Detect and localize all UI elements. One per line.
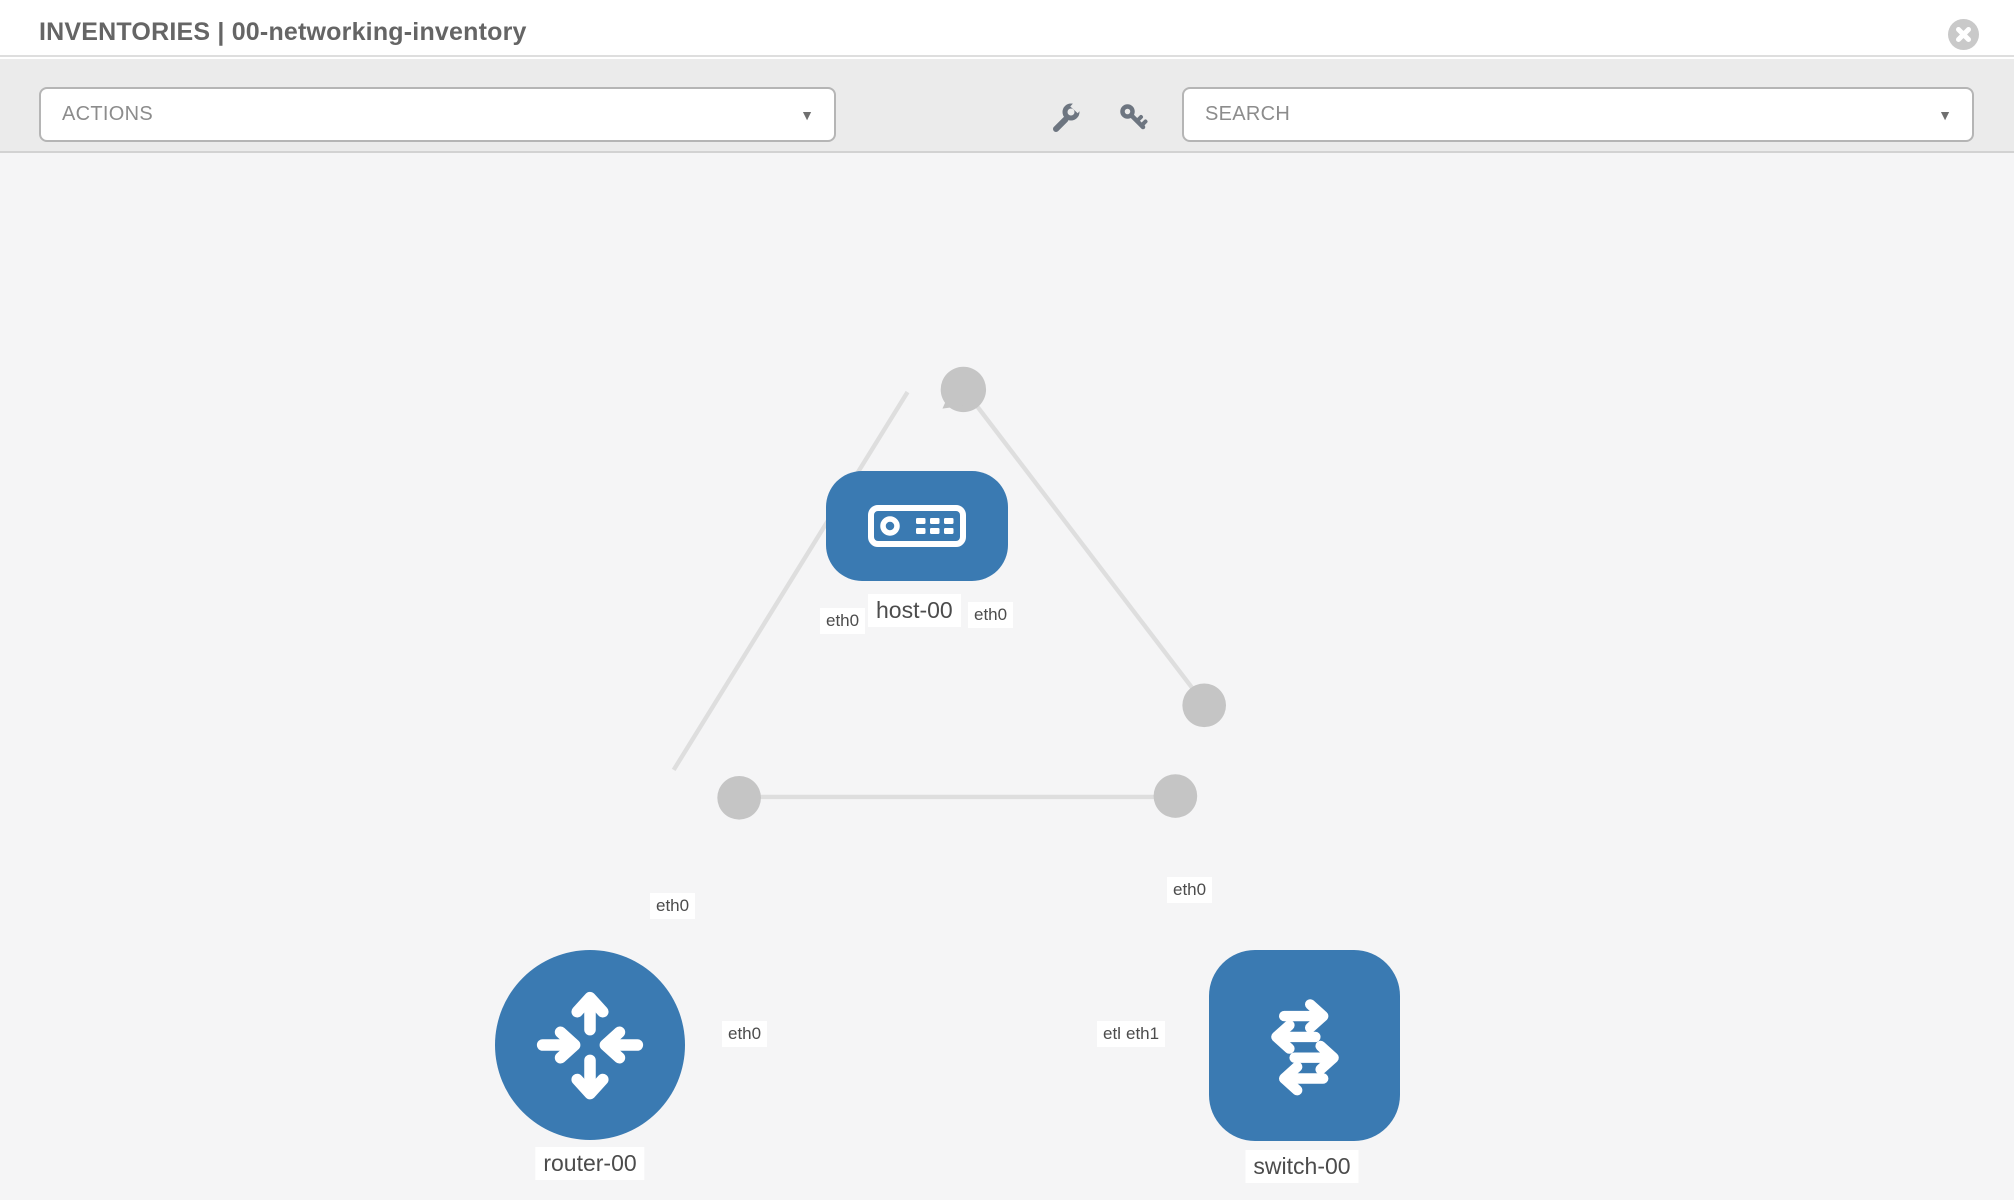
host-icon: [868, 505, 966, 547]
toolbar: ACTIONS ▼ SEARCH ▼: [0, 59, 2014, 153]
interface-connector-switch-left: [1153, 774, 1198, 818]
interface-label: eth0: [1167, 877, 1213, 903]
wrench-icon: [1053, 99, 1084, 132]
interface-label: eth0: [722, 1021, 768, 1047]
interface-label: eth0: [968, 602, 1014, 628]
topology-links-layer: [671, 366, 1226, 820]
topology-canvas[interactable]: host-00 router-00 switch-00 eth0 eth0 et…: [0, 153, 2014, 1200]
node-label-host: host-00: [868, 594, 961, 627]
node-label-switch: switch-00: [1245, 1150, 1359, 1183]
node-host-00[interactable]: [826, 471, 1008, 581]
actions-dropdown-label: ACTIONS: [62, 103, 153, 125]
link-host-router[interactable]: [671, 390, 910, 772]
page-title: INVENTORIES | 00-networking-inventory: [39, 18, 527, 46]
link-host-switch[interactable]: [962, 388, 1209, 709]
wrench-button[interactable]: [1049, 99, 1084, 135]
close-button[interactable]: [1948, 19, 1979, 50]
search-dropdown[interactable]: SEARCH ▼: [1182, 87, 1974, 142]
interface-label: eth0: [820, 608, 866, 634]
header: INVENTORIES | 00-networking-inventory: [0, 0, 2014, 57]
router-icon: [536, 991, 644, 1100]
interface-connector-router: [717, 775, 761, 820]
node-router-00[interactable]: [495, 950, 685, 1140]
interface-label: eth1: [1120, 1021, 1166, 1047]
actions-dropdown[interactable]: ACTIONS ▼: [39, 87, 836, 142]
close-icon: [1956, 27, 1971, 42]
interface-label: eth0: [650, 893, 696, 919]
node-label-router: router-00: [535, 1147, 645, 1180]
node-switch-00[interactable]: [1209, 950, 1400, 1141]
chevron-down-icon: ▼: [800, 106, 814, 123]
interface-connector-switch-top: [1182, 683, 1226, 728]
key-icon: [1120, 104, 1148, 130]
chevron-down-icon: ▼: [1938, 106, 1952, 123]
interface-connector-host-tail: [942, 381, 974, 409]
key-button[interactable]: [1117, 101, 1151, 135]
switch-icon: [1270, 998, 1339, 1095]
search-dropdown-label: SEARCH: [1205, 103, 1291, 125]
